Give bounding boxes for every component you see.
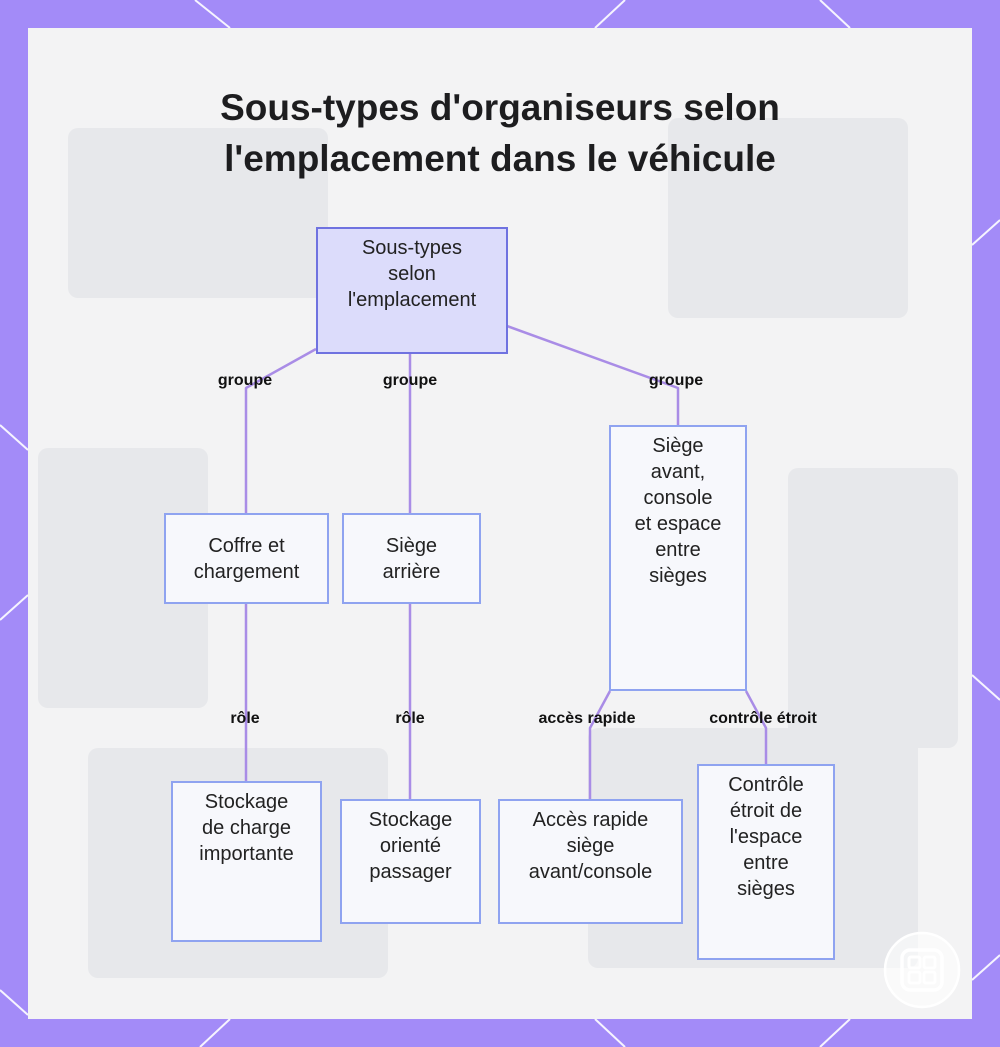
edge-label-groupe: groupe [218, 372, 272, 390]
edge-label-groupe: groupe [649, 372, 703, 390]
node-root: Sous-types selon l'emplacement [316, 227, 508, 354]
edge-label-acces-rapide: accès rapide [539, 710, 636, 728]
edge-avant-acces [590, 691, 610, 799]
node-acces-rapide: Accès rapide siège avant/console [498, 799, 683, 924]
edge-label-role: rôle [230, 710, 259, 728]
diagram-title: Sous-types d'organiseurs selon l'emplace… [0, 82, 1000, 184]
title-line-1: Sous-types d'organiseurs selon [0, 82, 1000, 133]
node-siege-arriere: Siège arrière [342, 513, 481, 604]
grid-logo-icon [882, 930, 962, 1010]
edge-label-role: rôle [395, 710, 424, 728]
edge-label-controle-etroit: contrôle étroit [709, 710, 817, 728]
node-siege-avant-console: Siège avant, console et espace entre siè… [609, 425, 747, 691]
node-controle-etroit: Contrôle étroit de l'espace entre sièges [697, 764, 835, 960]
node-stockage-charge: Stockage de charge importante [171, 781, 322, 942]
node-coffre-chargement: Coffre et chargement [164, 513, 329, 604]
title-line-2: l'emplacement dans le véhicule [0, 133, 1000, 184]
node-stockage-passager: Stockage orienté passager [340, 799, 481, 924]
edge-label-groupe: groupe [383, 372, 437, 390]
